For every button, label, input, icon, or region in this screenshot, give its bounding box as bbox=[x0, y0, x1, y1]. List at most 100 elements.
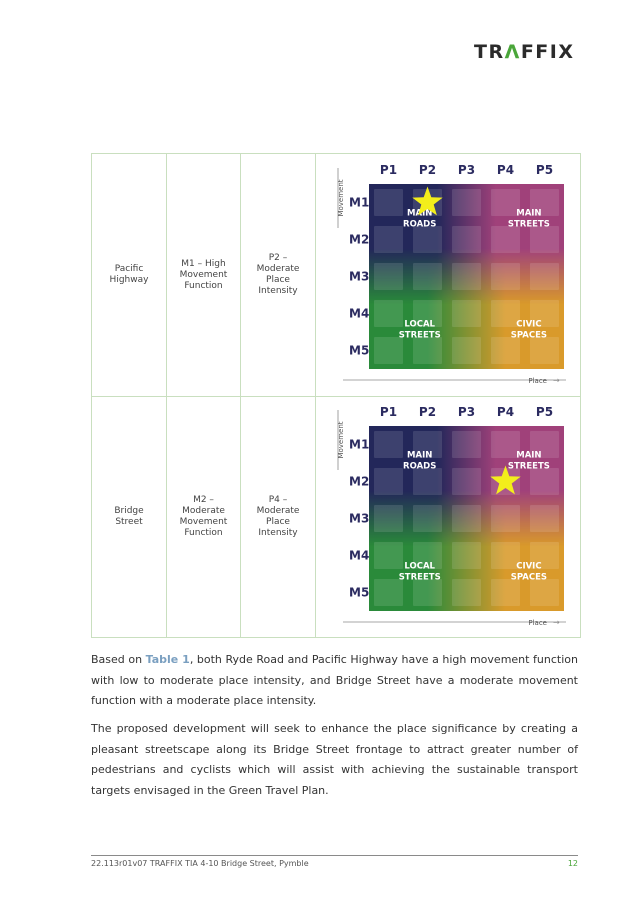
matrix-cell bbox=[413, 226, 442, 253]
matrix-cell bbox=[413, 468, 442, 495]
matrix-cell bbox=[374, 579, 403, 606]
place-label: P2 bbox=[419, 163, 436, 177]
star-icon bbox=[490, 465, 521, 495]
paragraph-development-intent: The proposed development will seek to en… bbox=[91, 722, 578, 797]
matrix-cell bbox=[374, 542, 403, 569]
footer-doc-ref: 22.113r01v07 TRAFFIX TIA 4-10 Bridge Str… bbox=[91, 859, 309, 868]
road-name: Bridge Street bbox=[114, 506, 144, 527]
matrix-cell bbox=[413, 542, 442, 569]
matrix-top-gradient bbox=[369, 426, 564, 611]
matrix-cell bbox=[491, 300, 520, 327]
matrix-cell bbox=[374, 300, 403, 327]
matrix-cell bbox=[530, 431, 559, 458]
matrix-cell bbox=[452, 337, 481, 364]
matrix-cell bbox=[452, 226, 481, 253]
quadrant-label-civic-spaces: SPACES bbox=[511, 572, 547, 582]
matrix-cell bbox=[413, 431, 442, 458]
traffix-logo: TRΛFFIX bbox=[474, 41, 575, 63]
table-row-pacific-highway: Pacific Highway M1 – High Movement Funct… bbox=[91, 153, 581, 397]
movement-place-table: Pacific Highway M1 – High Movement Funct… bbox=[91, 153, 581, 638]
matrix-cell bbox=[452, 468, 481, 495]
star-icon bbox=[412, 186, 443, 216]
matrix-cell bbox=[374, 189, 403, 216]
matrix-cell bbox=[530, 468, 559, 495]
place-label: P5 bbox=[536, 163, 553, 177]
matrix-cell bbox=[374, 468, 403, 495]
matrix-cell bbox=[452, 300, 481, 327]
quadrant-label-local-streets: STREETS bbox=[399, 330, 441, 340]
quadrant-label-local-streets: LOCAL bbox=[404, 319, 435, 329]
place-label: P2 bbox=[419, 405, 436, 419]
matrix-cell bbox=[413, 505, 442, 532]
matrix-cell bbox=[491, 263, 520, 290]
movement-label: M2 bbox=[349, 475, 369, 489]
movement-label: M4 bbox=[349, 307, 369, 321]
page-footer: 22.113r01v07 TRAFFIX TIA 4-10 Bridge Str… bbox=[91, 855, 578, 868]
road-name: Pacific Highway bbox=[109, 264, 149, 285]
movement-label: M1 bbox=[349, 438, 369, 452]
movement-label: M5 bbox=[349, 344, 369, 358]
matrix-cell bbox=[491, 226, 520, 253]
place-label: P4 bbox=[497, 405, 514, 419]
matrix-cell bbox=[452, 189, 481, 216]
quadrant-label-civic-spaces: SPACES bbox=[511, 330, 547, 340]
matrix-cell bbox=[491, 542, 520, 569]
quadrant-label-local-streets: STREETS bbox=[399, 572, 441, 582]
movement-label: M2 bbox=[349, 233, 369, 247]
matrix-cell bbox=[374, 226, 403, 253]
matrix-cell bbox=[530, 226, 559, 253]
place-label: P3 bbox=[458, 405, 475, 419]
matrix-cell bbox=[491, 337, 520, 364]
movement-label: M3 bbox=[349, 512, 369, 526]
matrix-cell bbox=[413, 579, 442, 606]
movement-label: M3 bbox=[349, 270, 369, 284]
quadrant-label-main-streets: STREETS bbox=[508, 461, 550, 471]
movement-function: M1 – High Movement Function bbox=[179, 258, 228, 291]
matrix-cell bbox=[491, 579, 520, 606]
matrix-cell bbox=[452, 505, 481, 532]
movement-function: M2 – Moderate Movement Function bbox=[179, 495, 228, 538]
matrix-cell bbox=[452, 263, 481, 290]
table-reference-link[interactable]: Table 1 bbox=[145, 653, 190, 666]
place-axis-label: Place bbox=[528, 619, 547, 627]
quadrant-label-main-streets: MAIN bbox=[516, 208, 541, 218]
matrix-cell bbox=[374, 337, 403, 364]
quadrant-label-main-roads: MAIN bbox=[407, 450, 432, 460]
quadrant-label-civic-spaces: CIVIC bbox=[516, 561, 541, 571]
place-intensity: P4 – Moderate Place Intensity bbox=[256, 495, 300, 538]
quadrant-label-main-streets: MAIN bbox=[516, 450, 541, 460]
matrix-cell bbox=[374, 263, 403, 290]
matrix-cell bbox=[530, 505, 559, 532]
matrix-cell bbox=[413, 263, 442, 290]
place-axis-label: Place bbox=[528, 377, 547, 385]
matrix-cell bbox=[452, 579, 481, 606]
page-number: 12 bbox=[567, 859, 578, 868]
matrix-cell bbox=[491, 189, 520, 216]
quadrant-label-main-roads: ROADS bbox=[403, 219, 436, 229]
matrix-cell bbox=[530, 337, 559, 364]
movement-label: M5 bbox=[349, 586, 369, 600]
quadrant-label-civic-spaces: CIVIC bbox=[516, 319, 541, 329]
matrix-cell bbox=[530, 579, 559, 606]
place-intensity: P2 – Moderate Place Intensity bbox=[256, 253, 300, 296]
quadrant-label-local-streets: LOCAL bbox=[404, 561, 435, 571]
matrix-cell bbox=[374, 431, 403, 458]
paragraph-movement-summary: Based on Table 1, both Ryde Road and Pac… bbox=[91, 653, 578, 707]
matrix-cell bbox=[530, 542, 559, 569]
place-label: P1 bbox=[380, 405, 397, 419]
matrix-cell bbox=[452, 431, 481, 458]
matrix-cell bbox=[530, 300, 559, 327]
matrix-cell bbox=[491, 431, 520, 458]
table-row-bridge-street: Bridge Street M2 – Moderate Movement Fun… bbox=[91, 396, 581, 638]
movement-axis-label: Movement bbox=[337, 179, 345, 216]
movement-label: M1 bbox=[349, 196, 369, 210]
place-axis-arrow: → bbox=[553, 376, 560, 385]
matrix-cell bbox=[491, 505, 520, 532]
matrix-cell bbox=[413, 300, 442, 327]
matrix-cell bbox=[452, 542, 481, 569]
matrix-cell bbox=[413, 337, 442, 364]
place-label: P1 bbox=[380, 163, 397, 177]
matrix-cell bbox=[530, 263, 559, 290]
matrix-cell bbox=[530, 189, 559, 216]
